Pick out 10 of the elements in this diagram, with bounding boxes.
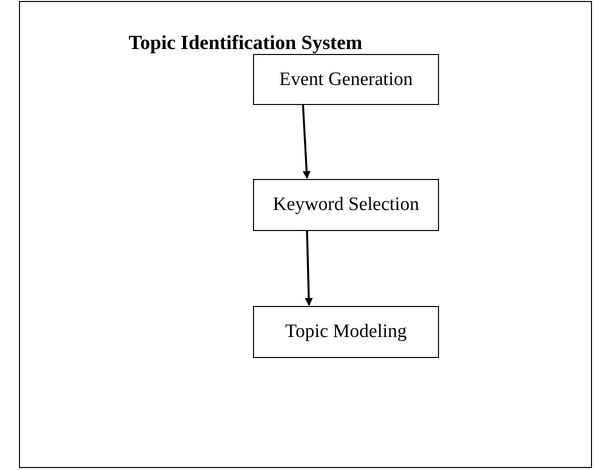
system-frame (19, 1, 592, 468)
box-label: Topic Modeling (285, 320, 407, 344)
process-box (253, 306, 439, 358)
box-label: Event Generation (279, 68, 413, 92)
process-box (253, 179, 439, 231)
arrow (302, 104, 311, 179)
arrow (304, 230, 313, 306)
box-label: Keyword Selection (272, 193, 420, 217)
process-box (253, 54, 439, 105)
frame-title: Topic Identification System (128, 31, 364, 56)
